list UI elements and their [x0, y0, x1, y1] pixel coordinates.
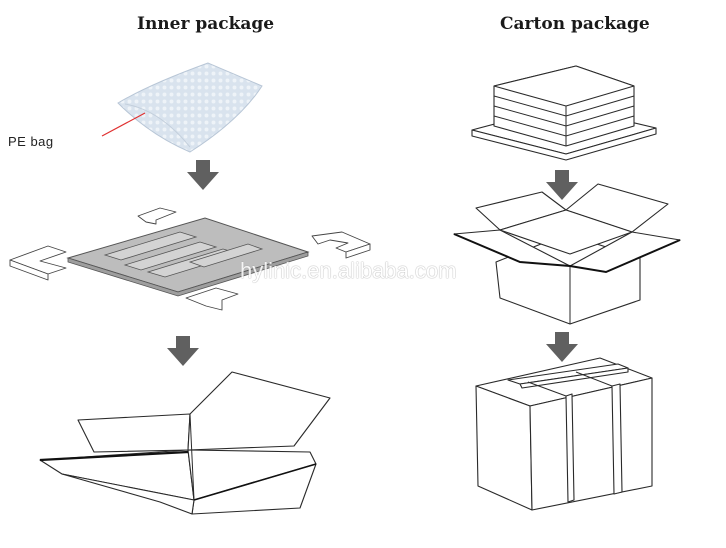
down-arrow-icon	[167, 336, 199, 366]
carton-package-heading: Carton package	[500, 14, 650, 34]
stacked-inner-packages	[471, 65, 657, 161]
corner-protector-bottom	[185, 287, 239, 311]
foam-tray	[66, 217, 310, 297]
down-arrow-icon	[546, 332, 578, 362]
corner-protector-top	[137, 207, 177, 225]
sealed-carton-box	[475, 357, 653, 511]
down-arrow-icon	[546, 170, 578, 200]
pe-bag	[117, 62, 263, 153]
pe-bag-pointer-line	[101, 112, 146, 137]
watermark-text: hylinic.en.alibaba.com	[240, 258, 457, 283]
open-carton-box-left	[39, 371, 331, 515]
inner-package-heading: Inner package	[137, 14, 275, 34]
corner-protector-left	[9, 245, 67, 281]
down-arrow-icon	[187, 160, 219, 190]
pe-bag-label: PE bag	[8, 134, 54, 149]
open-carton-box-right	[453, 183, 681, 325]
corner-protector-right	[311, 231, 371, 259]
